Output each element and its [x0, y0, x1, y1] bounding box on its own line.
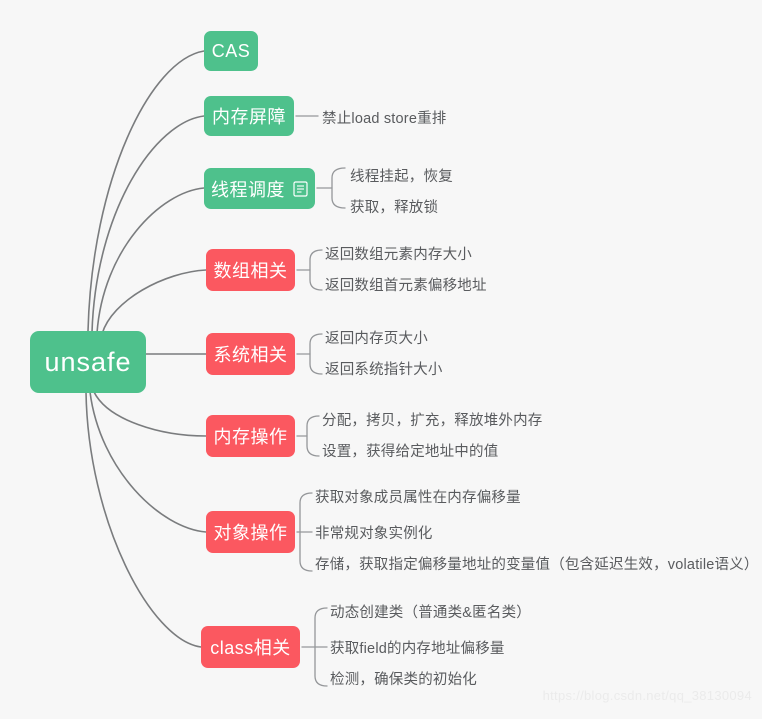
- bracket-memory-operation: [306, 415, 320, 457]
- bracket-system-related: [309, 333, 323, 375]
- branch-node-cas[interactable]: CAS: [204, 31, 258, 71]
- leaf-label: 动态创建类（普通类&匿名类）: [330, 605, 531, 621]
- leaf-label: 线程挂起，恢复: [350, 169, 453, 185]
- branch-node-array-related[interactable]: 数组相关: [206, 249, 295, 291]
- branch-node-label: 系统相关: [213, 345, 288, 365]
- branch-node-label: 内存屏障: [212, 107, 286, 127]
- leaf-label: 返回系统指针大小: [325, 362, 443, 378]
- root-node-unsafe[interactable]: unsafe: [30, 331, 146, 393]
- leaf-label: 非常规对象实例化: [315, 526, 433, 542]
- note-icon[interactable]: [293, 180, 308, 197]
- edge-root-memory-operation: [93, 391, 207, 437]
- root-node-label: unsafe: [44, 346, 132, 377]
- branch-node-label: 数组相关: [213, 261, 288, 281]
- leaf-label: 返回数组首元素偏移地址: [325, 278, 487, 294]
- leaf-label: 分配，拷贝，扩充，释放堆外内存: [322, 413, 543, 429]
- branch-node-system-related[interactable]: 系统相关: [206, 333, 295, 375]
- branch-node-thread-scheduling[interactable]: 线程调度: [204, 168, 315, 209]
- edge-root-class-related: [85, 391, 202, 648]
- leaf-label: 获取，释放锁: [350, 200, 439, 216]
- leaf-label: 禁止load store重排: [322, 111, 447, 127]
- edge-root-memory-barrier: [91, 115, 205, 333]
- branch-node-memory-barrier[interactable]: 内存屏障: [204, 96, 294, 136]
- branch-node-label: 内存操作: [213, 427, 288, 447]
- edge-root-array-related: [101, 269, 207, 335]
- leaf-label: 返回数组元素内存大小: [325, 247, 472, 263]
- branch-node-class-related[interactable]: class相关: [201, 626, 300, 668]
- edge-root-cas: [87, 50, 205, 332]
- edge-root-object-operation: [89, 391, 207, 533]
- branch-node-label: 线程调度: [211, 179, 285, 200]
- bracket-object-operation: [299, 492, 313, 572]
- branch-node-memory-operation[interactable]: 内存操作: [206, 415, 295, 457]
- branch-node-label: CAS: [211, 40, 251, 61]
- edge-root-thread-scheduling: [96, 187, 205, 334]
- branch-node-object-operation[interactable]: 对象操作: [206, 511, 295, 553]
- bracket-class-related: [314, 607, 328, 687]
- bracket-thread-scheduling: [331, 167, 346, 209]
- leaf-label: 设置，获得给定地址中的值: [322, 444, 499, 460]
- leaf-label: 获取field的内存地址偏移量: [330, 641, 505, 657]
- branch-node-label: class相关: [210, 638, 291, 658]
- watermark: https://blog.csdn.net/qq_38130094: [542, 688, 752, 703]
- leaf-label: 检测，确保类的初始化: [330, 672, 477, 688]
- leaf-label: 获取对象成员属性在内存偏移量: [315, 490, 521, 506]
- leaf-label: 存储，获取指定偏移量地址的变量值（包含延迟生效，volatile语义）: [315, 557, 759, 573]
- branch-node-label: 对象操作: [213, 523, 288, 543]
- leaf-label: 返回内存页大小: [325, 331, 428, 347]
- bracket-array-related: [309, 249, 323, 291]
